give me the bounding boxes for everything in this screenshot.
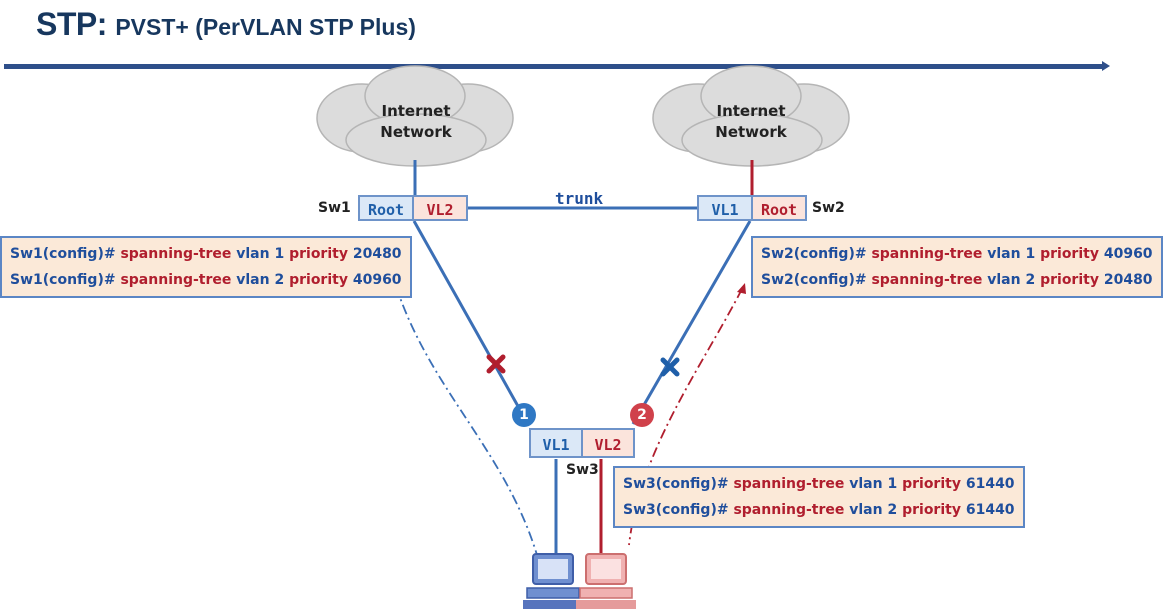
- cmd-keyword: spanning-tree: [871, 272, 983, 288]
- cmd-vlan: vlan 1: [849, 476, 898, 492]
- sw3-config-line: Sw3(config)# spanning-tree vlan 2 priori…: [623, 497, 1015, 523]
- cmd-keyword: spanning-tree: [120, 246, 232, 262]
- cloud-right-line2: Network: [715, 123, 787, 141]
- cmd-priority-value: 20480: [352, 246, 402, 262]
- cmd-prefix: Sw1(config)#: [10, 246, 116, 262]
- cmd-prefix: Sw3(config)#: [623, 502, 729, 518]
- sw3-label: Sw3: [566, 462, 599, 478]
- link-sw1-sw3: [412, 220, 530, 425]
- sw2-config-box: Sw2(config)# spanning-tree vlan 1 priori…: [751, 236, 1163, 298]
- path-badge-2: 2: [630, 403, 654, 427]
- sw1-root-cell: Root: [358, 195, 414, 221]
- cmd-keyword: spanning-tree: [120, 272, 232, 288]
- sw3-config-line: Sw3(config)# spanning-tree vlan 1 priori…: [623, 471, 1015, 497]
- sw1-vl2-cell: VL2: [412, 195, 468, 221]
- cmd-prefix: Sw1(config)#: [10, 272, 116, 288]
- cmd-priority-keyword: priority: [902, 502, 961, 518]
- sw3-vl2-cell: VL2: [581, 428, 635, 458]
- cloud-right-line1: Internet: [716, 102, 786, 120]
- trunk-label: trunk: [555, 189, 604, 208]
- page-title: STP: PVST+ (PerVLAN STP Plus): [36, 6, 416, 43]
- vlan1-traffic-path: [395, 285, 538, 556]
- cmd-priority-value: 20480: [1103, 272, 1153, 288]
- cmd-vlan: vlan 1: [236, 246, 285, 262]
- cloud-left-icon: [316, 65, 514, 167]
- cloud-left-line2: Network: [380, 123, 452, 141]
- title-main: STP:: [36, 6, 107, 42]
- blocked-port-icon: [486, 354, 506, 374]
- cmd-prefix: Sw2(config)#: [761, 272, 867, 288]
- cmd-keyword: spanning-tree: [871, 246, 983, 262]
- title-rule: [4, 64, 1104, 69]
- cloud-right-label: Internet Network: [691, 101, 811, 143]
- cmd-vlan: vlan 2: [849, 502, 898, 518]
- cmd-keyword: spanning-tree: [733, 476, 845, 492]
- sw2-config-line: Sw2(config)# spanning-tree vlan 1 priori…: [761, 241, 1153, 267]
- cloud-right-icon: [652, 65, 850, 167]
- sw2-config-line: Sw2(config)# spanning-tree vlan 2 priori…: [761, 267, 1153, 293]
- sw2-vl1-cell: VL1: [697, 195, 753, 221]
- cmd-priority-value: 61440: [965, 476, 1015, 492]
- sw3-config-box: Sw3(config)# spanning-tree vlan 1 priori…: [613, 466, 1025, 528]
- cmd-priority-keyword: priority: [1040, 246, 1099, 262]
- cmd-keyword: spanning-tree: [733, 502, 845, 518]
- sw2-root-cell: Root: [751, 195, 807, 221]
- vlan2-arrow-icon: [737, 283, 746, 294]
- sw2-label: Sw2: [812, 200, 845, 216]
- cmd-vlan: vlan 1: [987, 246, 1036, 262]
- computer-vlan1-icon: [523, 553, 583, 609]
- blocked-port-icon: [660, 357, 680, 377]
- cmd-priority-value: 61440: [965, 502, 1015, 518]
- sw1-config-line: Sw1(config)# spanning-tree vlan 1 priori…: [10, 241, 402, 267]
- cmd-vlan: vlan 2: [987, 272, 1036, 288]
- sw3-vl1-cell: VL1: [529, 428, 583, 458]
- computer-vlan2-icon: [576, 553, 636, 609]
- path-badge-1: 1: [512, 403, 536, 427]
- cmd-priority-keyword: priority: [289, 272, 348, 288]
- sw1-label: Sw1: [318, 200, 351, 216]
- sw1-config-box: Sw1(config)# spanning-tree vlan 1 priori…: [0, 236, 412, 298]
- rule-arrow-tip: [1102, 61, 1110, 71]
- title-sub: PVST+ (PerVLAN STP Plus): [115, 14, 416, 40]
- cmd-priority-keyword: priority: [1040, 272, 1099, 288]
- sw1-config-line: Sw1(config)# spanning-tree vlan 2 priori…: [10, 267, 402, 293]
- cmd-prefix: Sw2(config)#: [761, 246, 867, 262]
- cmd-priority-value: 40960: [1103, 246, 1153, 262]
- cmd-priority-keyword: priority: [289, 246, 348, 262]
- cmd-vlan: vlan 2: [236, 272, 285, 288]
- cloud-left-label: Internet Network: [356, 101, 476, 143]
- cmd-priority-value: 40960: [352, 272, 402, 288]
- cloud-left-line1: Internet: [381, 102, 451, 120]
- cmd-priority-keyword: priority: [902, 476, 961, 492]
- cmd-prefix: Sw3(config)#: [623, 476, 729, 492]
- link-sw2-sw3: [631, 220, 752, 425]
